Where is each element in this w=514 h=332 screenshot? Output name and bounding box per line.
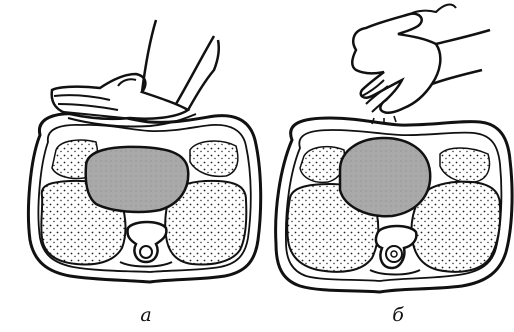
- caption-panel-b: б: [378, 304, 418, 326]
- organ-b: [340, 138, 430, 216]
- tapping-hand-icon: [352, 5, 490, 124]
- panel-b: [276, 5, 512, 292]
- organ-a: [86, 147, 189, 212]
- palpating-hand-icon: [52, 20, 219, 127]
- caption-panel-a: а: [126, 304, 166, 326]
- panel-a: [28, 20, 260, 282]
